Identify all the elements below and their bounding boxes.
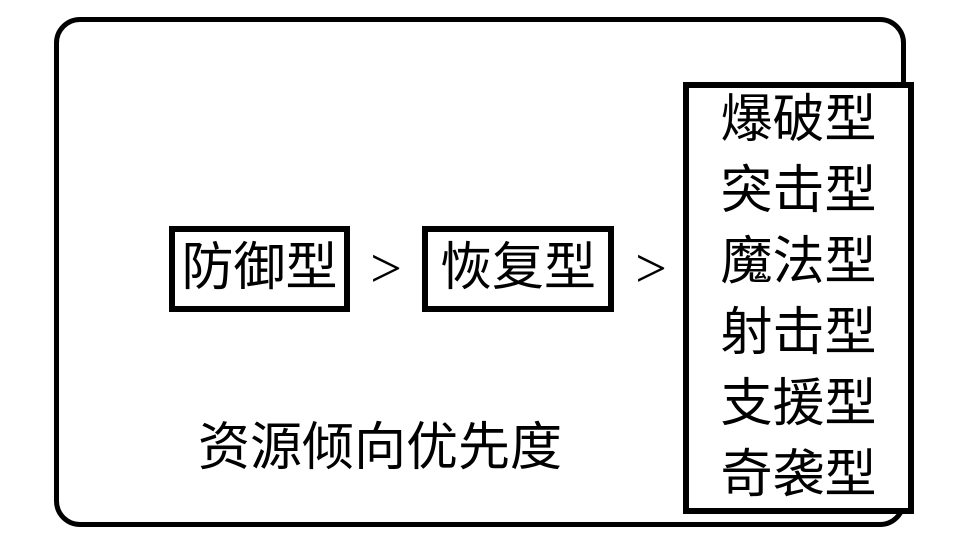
caption-resource-priority: 资源倾向优先度 (198, 420, 563, 477)
greater-than-sign-1: > (370, 238, 402, 300)
type-group-box: 爆破型 突击型 魔法型 射击型 支援型 奇袭型 (683, 82, 914, 514)
node-defense-type-label: 防御型 (181, 240, 338, 297)
group-item-assault-type: 突击型 (720, 163, 877, 220)
node-recovery-type: 恢复型 (422, 226, 614, 312)
group-item-support-type: 支援型 (720, 376, 877, 433)
outer-frame: 防御型 > 恢复型 > 爆破型 突击型 魔法型 射击型 支援型 奇袭型 资源倾向… (54, 17, 914, 527)
group-item-blast-type: 爆破型 (720, 92, 877, 149)
greater-than-sign-2: > (635, 238, 667, 300)
group-item-magic-type: 魔法型 (720, 234, 877, 291)
node-defense-type: 防御型 (169, 226, 350, 312)
group-item-raid-type: 奇袭型 (720, 447, 877, 504)
node-recovery-type-label: 恢复型 (439, 240, 596, 297)
group-item-shooting-type: 射击型 (720, 305, 877, 362)
